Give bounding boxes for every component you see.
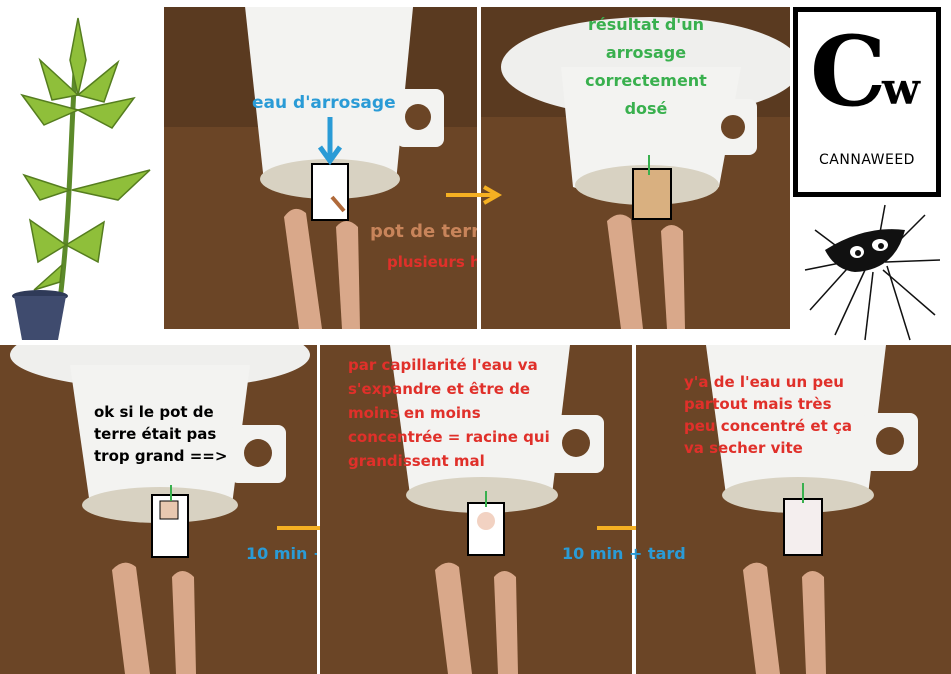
- label-line: par capillarité l'eau va: [348, 356, 538, 374]
- label-resultat-arrosage: résultat d'un arrosage correctement dosé: [571, 11, 721, 123]
- label-line: y'a de l'eau un peu: [684, 373, 844, 391]
- cup-photo-5: [636, 345, 951, 674]
- label-line: s'expandre et être de: [348, 380, 531, 398]
- cup-photo-2: [481, 7, 790, 329]
- logo-letter-c: C: [810, 15, 887, 128]
- photo-panel-5: y'a de l'eau un peu partout mais très pe…: [636, 345, 951, 674]
- photo-panel-3: ok si le pot de terre était pas trop gra…: [0, 345, 317, 674]
- label-line: concentrée = racine qui: [348, 428, 550, 446]
- label-line: terre était pas: [94, 425, 217, 443]
- photo-panel-4: par capillarité l'eau va s'expandre et ê…: [320, 345, 632, 674]
- arrow-right-icon: [446, 185, 503, 205]
- label-ok-pot-terre: ok si le pot de terre était pas trop gra…: [94, 401, 227, 467]
- cup-photo-3: [0, 345, 317, 674]
- photo-panel-1: eau d'arrosage pot de terre plusieurs he…: [164, 7, 477, 329]
- label-eau-partout: y'a de l'eau un peu partout mais très pe…: [684, 371, 852, 459]
- logo-letter-w: w: [882, 64, 920, 115]
- label-line: trop grand ==>: [94, 447, 228, 465]
- label-pot-de-terre: pot de terre: [370, 221, 477, 242]
- label-capillarite: par capillarité l'eau va s'expandre et ê…: [348, 353, 550, 473]
- label-line: moins en moins: [348, 404, 481, 422]
- label-10min-tard-2: 10 min + tard: [562, 544, 686, 563]
- cannaweed-logo: C w CANNAWEED: [793, 7, 941, 197]
- label-line: résultat d'un: [588, 15, 704, 34]
- label-line: va secher vite: [684, 439, 803, 457]
- label-line: arrosage: [605, 43, 687, 62]
- logo-brand-text: CANNAWEED: [819, 152, 915, 168]
- photo-panel-2: résultat d'un arrosage correctement dosé: [481, 7, 790, 329]
- label-10min-tard-1: 10 min + tard: [246, 544, 317, 563]
- label-line: partout mais très: [684, 395, 832, 413]
- label-line: ok si le pot de: [94, 403, 214, 421]
- cup-photo-4: [320, 345, 632, 674]
- label-line: correctement: [585, 71, 707, 90]
- label-plusieurs-heures: plusieurs heures + tard: [387, 253, 477, 271]
- label-line: peu concentré et ça: [684, 417, 852, 435]
- cup-photo-1: [164, 7, 477, 329]
- label-eau-arrosage: eau d'arrosage: [252, 93, 396, 113]
- cat-doodle-illustration: [804, 204, 941, 341]
- cannabis-plant-illustration: [12, 17, 151, 340]
- label-line: dosé: [624, 99, 668, 118]
- label-line: grandissent mal: [348, 452, 485, 470]
